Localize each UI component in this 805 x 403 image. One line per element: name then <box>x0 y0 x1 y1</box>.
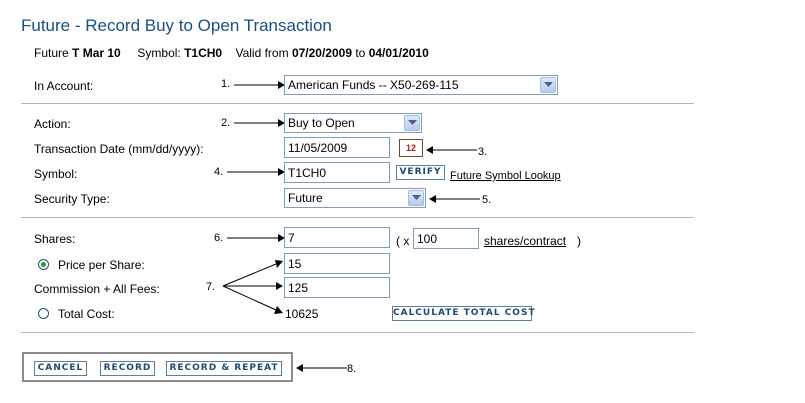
transaction-date-input[interactable]: 11/05/2009 <box>284 137 390 158</box>
action-label: Action: <box>34 117 71 131</box>
valid-from-label: Valid from <box>235 46 289 60</box>
callout-arrow-5 <box>429 195 480 203</box>
price-input[interactable]: 15 <box>284 253 390 274</box>
callout-arrow-2 <box>234 119 285 127</box>
shares-label: Shares: <box>34 232 76 246</box>
account-label: In Account: <box>34 79 94 93</box>
callout-3: 3. <box>478 146 488 158</box>
account-select[interactable]: American Funds -- X50-269-115 <box>284 75 558 95</box>
calculate-total-cost-button[interactable]: CALCULATE TOTAL COST <box>392 306 535 321</box>
record-and-repeat-button[interactable]: RECORD & REPEAT <box>166 361 282 376</box>
callout-arrow-4 <box>227 168 285 176</box>
valid-from-date: 07/20/2009 <box>291 46 352 60</box>
verify-button[interactable]: VERIFY <box>396 165 445 180</box>
multiplier-suffix: ) <box>577 234 581 248</box>
transaction-date-label: Transaction Date (mm/dd/yyyy): <box>34 142 204 156</box>
valid-to-label: to <box>355 46 366 60</box>
action-buttons-group <box>22 352 293 382</box>
callout-arrows-7 <box>222 260 283 314</box>
chevron-down-icon[interactable] <box>404 115 420 131</box>
page-title: Future - Record Buy to Open Transaction <box>21 16 332 35</box>
commission-label: Commission + All Fees: <box>34 282 160 296</box>
future-symbol-lookup-link[interactable]: Future Symbol Lookup <box>450 170 561 182</box>
price-per-share-label: Price per Share: <box>58 258 145 272</box>
security-type-label: Security Type: <box>34 192 110 206</box>
multiplier-input[interactable]: 100 <box>413 228 479 249</box>
multiplier-prefix: ( x <box>396 234 410 248</box>
callout-arrow-3 <box>426 146 477 154</box>
callout-6: 6. <box>214 232 224 244</box>
callout-8: 8. <box>347 363 357 375</box>
symbol-label: Symbol: <box>137 46 181 60</box>
commission-input[interactable]: 125 <box>284 277 390 298</box>
callout-arrow-6 <box>227 234 285 242</box>
callout-5: 5. <box>482 194 492 206</box>
chevron-down-icon[interactable] <box>540 77 556 93</box>
symbol-input[interactable]: T1CH0 <box>284 162 390 183</box>
future-label: Future <box>34 46 69 60</box>
callout-7: 7. <box>206 281 216 293</box>
security-type-value: Future <box>288 191 323 205</box>
total-cost-value: 10625 <box>285 307 319 321</box>
future-info-line: Future T Mar 10 Symbol: T1CH0 Valid from… <box>34 46 429 60</box>
symbol-field-label: Symbol: <box>34 167 78 181</box>
action-select[interactable]: Buy to Open <box>284 113 422 133</box>
total-cost-radio[interactable] <box>38 308 49 319</box>
calendar-icon[interactable]: 12 <box>399 139 423 157</box>
total-cost-label: Total Cost: <box>58 307 115 321</box>
callout-4: 4. <box>214 166 224 178</box>
divider <box>21 103 694 104</box>
action-select-value: Buy to Open <box>288 116 355 130</box>
callout-arrow-8 <box>296 364 347 372</box>
shares-per-contract-link[interactable]: shares/contract <box>484 234 567 248</box>
record-button[interactable]: RECORD <box>100 361 155 376</box>
symbol-value: T1CH0 <box>184 46 223 60</box>
callout-arrow-1 <box>234 81 285 89</box>
callout-1: 1. <box>221 78 231 90</box>
account-select-value: American Funds -- X50-269-115 <box>288 78 459 92</box>
chevron-down-icon[interactable] <box>408 190 424 206</box>
divider <box>21 217 694 218</box>
cancel-button[interactable]: CANCEL <box>34 361 87 376</box>
valid-to-date: 04/01/2010 <box>368 46 429 60</box>
future-value: T Mar 10 <box>72 46 121 60</box>
price-per-share-radio[interactable] <box>38 259 49 270</box>
security-type-select[interactable]: Future <box>284 188 426 208</box>
shares-input[interactable]: 7 <box>284 227 390 248</box>
callout-2: 2. <box>221 117 231 129</box>
divider <box>21 332 694 333</box>
